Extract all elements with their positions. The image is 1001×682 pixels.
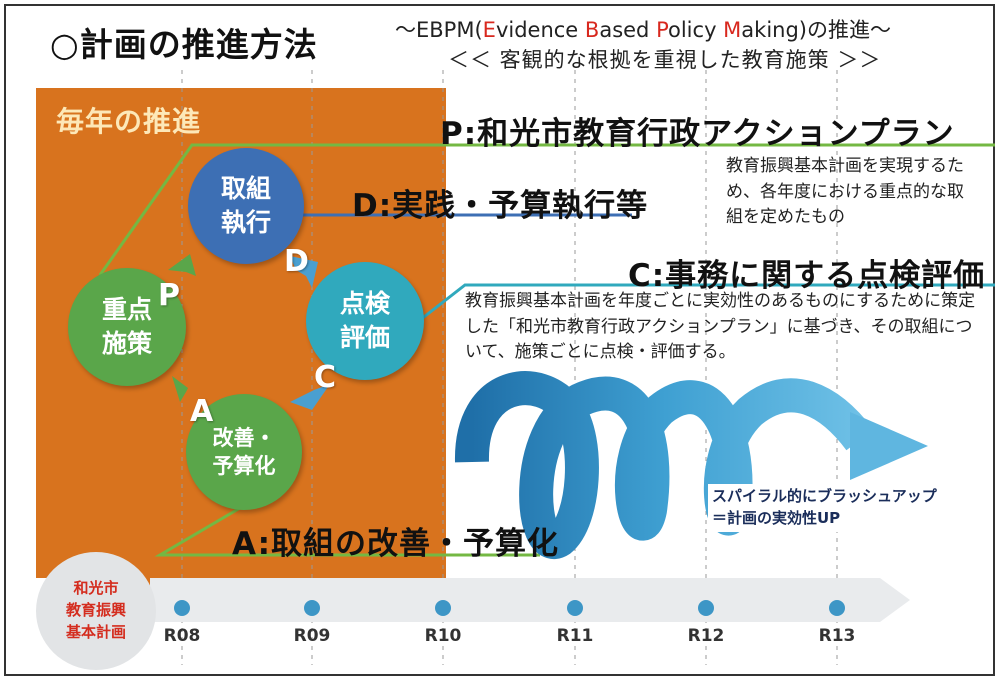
do-heading: D:実践・予算執行等 xyxy=(352,188,649,224)
check-circle: 点検評価 xyxy=(306,262,424,380)
check-description: 教育振興基本計画を年度ごとに実効性のあるものにするために策定した「和光市教育行政… xyxy=(465,291,976,362)
page-title: ○計画の推進方法 xyxy=(50,25,318,64)
check-heading: C:事務に関する点検評価 xyxy=(628,258,986,294)
plan-heading: P:和光市教育行政アクションプラン xyxy=(440,116,955,152)
yearly-label: 毎年の推進 xyxy=(56,105,202,138)
timeline-label: R08 xyxy=(163,626,201,646)
timeline-dot xyxy=(304,600,320,616)
timeline-dot xyxy=(567,600,583,616)
act-circle: 改善・予算化 xyxy=(186,394,302,510)
timeline-label: R11 xyxy=(556,626,594,646)
timeline-label: R09 xyxy=(293,626,331,646)
timeline-label: R12 xyxy=(687,626,725,646)
timeline-label: R13 xyxy=(818,626,856,646)
page-subtitle: ＜＜ 客観的な根拠を重視した教育施策 ＞＞ xyxy=(448,48,882,72)
timeline-label: R10 xyxy=(424,626,462,646)
timeline-dot xyxy=(435,600,451,616)
plan-letter: P xyxy=(158,278,180,313)
act-heading: A:取組の改善・予算化 xyxy=(232,526,559,562)
do-letter: D xyxy=(284,244,309,279)
timeline-dot xyxy=(174,600,190,616)
plan-circle: 重点施策 xyxy=(68,268,186,386)
plan-description: 教育振興基本計画を実現するため、各年度における重点的な取組を定めたもの xyxy=(726,156,964,227)
act-letter: A xyxy=(190,394,214,429)
check-letter: C xyxy=(314,360,337,395)
spiral-note: スパイラル的にブラッシュアップ＝計画の実効性UP xyxy=(708,484,941,532)
base-plan-circle: 和光市教育振興基本計画 xyxy=(36,552,156,670)
timeline-dot xyxy=(698,600,714,616)
timeline-dot xyxy=(829,600,845,616)
do-circle: 取組執行 xyxy=(188,148,304,264)
ebpm-heading: ～EBPM(Evidence Based Policy Making)の推進～ xyxy=(395,18,891,42)
